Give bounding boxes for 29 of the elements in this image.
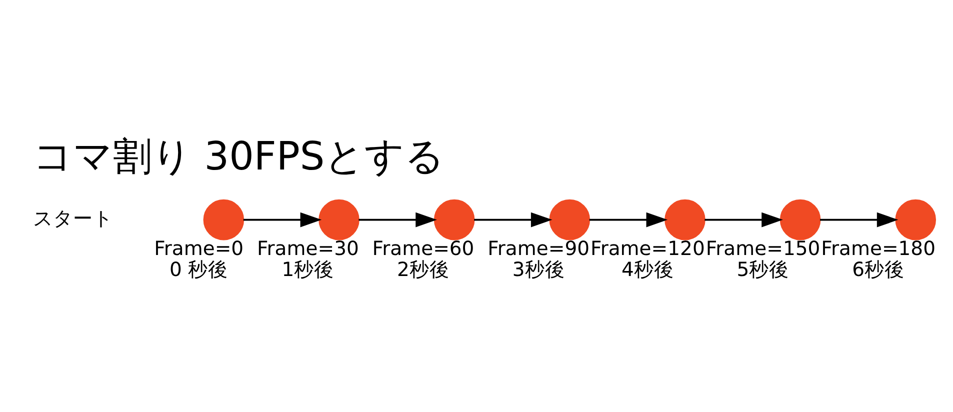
arrow	[474, 212, 552, 227]
node-label: 3秒後	[512, 258, 565, 281]
node-label: Frame=120	[590, 236, 705, 260]
node-label: Frame=30	[256, 236, 359, 260]
node-label: Frame=180	[821, 236, 936, 260]
node-label: 5秒後	[736, 258, 790, 281]
node-circle	[664, 198, 706, 240]
node-circle	[549, 198, 590, 240]
node-circle	[434, 198, 475, 240]
node-label: 0 秒後	[170, 258, 228, 281]
arrow	[704, 212, 783, 227]
node-circle	[780, 198, 821, 240]
node-circle	[203, 198, 244, 240]
arrow	[358, 212, 437, 227]
node-label: 6秒後	[852, 258, 905, 281]
node-label: Frame=60	[372, 236, 474, 260]
node-label: 2秒後	[397, 258, 450, 281]
arrow	[820, 212, 898, 227]
label: スタート	[32, 206, 113, 230]
arrow	[589, 212, 668, 227]
node-label: Frame=90	[488, 236, 590, 260]
node-label: Frame=0	[154, 236, 244, 260]
node-label: Frame=150	[706, 236, 820, 260]
node-label: 4秒後	[622, 258, 674, 281]
diagram-title: コマ割り 30FPSとする	[32, 134, 445, 179]
arrow	[243, 212, 322, 227]
node-label: 1秒後	[282, 258, 334, 281]
node-circle	[895, 198, 936, 240]
node-circle	[318, 198, 360, 240]
